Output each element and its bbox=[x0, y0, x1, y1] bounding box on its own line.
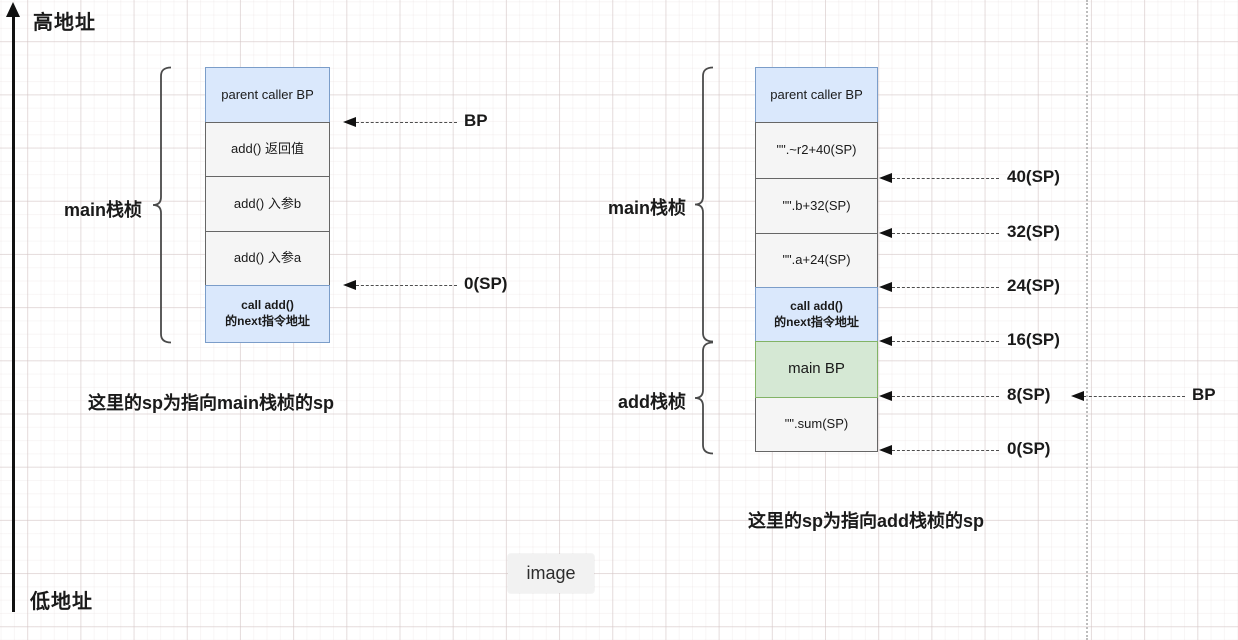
dotted-divider bbox=[1086, 0, 1088, 640]
sp8-label: 8(SP) bbox=[1007, 385, 1051, 404]
left-stack: parent caller BP add() 返回值 add() 入参b add… bbox=[205, 67, 330, 343]
sp32-label: 32(SP) bbox=[1007, 222, 1060, 241]
sp8-arrow bbox=[879, 389, 999, 403]
right-add-frame-label: add栈桢 bbox=[617, 392, 686, 412]
stack-cell: call add() 的next指令地址 bbox=[205, 285, 330, 343]
left-arrowhead-icon bbox=[343, 280, 356, 290]
sp24-label: 24(SP) bbox=[1007, 276, 1060, 295]
sp0-label: 0(SP) bbox=[1007, 439, 1051, 458]
right-bp-arrow bbox=[1071, 389, 1185, 403]
stack-cell: "".b+32(SP) bbox=[755, 178, 878, 234]
right-stack: parent caller BP "".~r2+40(SP) "".b+32(S… bbox=[755, 67, 878, 452]
low-address-label: 低地址 bbox=[30, 591, 93, 613]
left-sp0-pointer-label: 0(SP) bbox=[464, 274, 508, 293]
right-main-frame-label: main栈桢 bbox=[607, 198, 686, 218]
left-main-frame-label: main栈桢 bbox=[63, 200, 142, 220]
stack-cell: main BP bbox=[755, 340, 878, 398]
stack-cell: "".~r2+40(SP) bbox=[755, 121, 878, 180]
left-sp0-arrow bbox=[343, 278, 457, 292]
sp16-label: 16(SP) bbox=[1007, 330, 1060, 349]
high-address-label: 高地址 bbox=[33, 12, 96, 34]
left-curly-brace-icon bbox=[150, 66, 174, 344]
left-bp-pointer-label: BP bbox=[464, 111, 488, 130]
left-arrowhead-icon bbox=[1071, 391, 1084, 401]
right-bp-pointer-label: BP bbox=[1192, 385, 1216, 404]
stack-cell: "".a+24(SP) bbox=[755, 232, 878, 289]
sp40-arrow bbox=[879, 171, 999, 185]
image-badge: image bbox=[508, 554, 594, 593]
stack-cell: call add() 的next指令地址 bbox=[755, 287, 878, 342]
stack-cell: add() 返回值 bbox=[205, 121, 330, 178]
left-caption: 这里的sp为指向main栈桢的sp bbox=[88, 393, 335, 413]
right-add-curly-brace-icon bbox=[692, 341, 716, 455]
image-badge-label: image bbox=[526, 563, 576, 583]
left-arrowhead-icon bbox=[879, 445, 892, 455]
address-axis bbox=[12, 15, 15, 612]
sp40-label: 40(SP) bbox=[1007, 167, 1060, 186]
sp16-arrow bbox=[879, 334, 999, 348]
stack-cell: parent caller BP bbox=[755, 67, 878, 123]
left-arrowhead-icon bbox=[879, 282, 892, 292]
left-arrowhead-icon bbox=[879, 228, 892, 238]
stack-cell: parent caller BP bbox=[205, 67, 330, 123]
left-arrowhead-icon bbox=[879, 336, 892, 346]
up-arrow-icon bbox=[6, 2, 20, 17]
stack-cell: "".sum(SP) bbox=[755, 396, 878, 452]
sp0-arrow bbox=[879, 443, 999, 457]
stack-cell: add() 入参a bbox=[205, 230, 330, 287]
right-main-curly-brace-icon bbox=[692, 66, 716, 343]
left-bp-arrow bbox=[343, 115, 457, 129]
sp32-arrow bbox=[879, 226, 999, 240]
right-caption: 这里的sp为指向add栈桢的sp bbox=[748, 511, 985, 531]
left-arrowhead-icon bbox=[879, 173, 892, 183]
left-arrowhead-icon bbox=[343, 117, 356, 127]
sp24-arrow bbox=[879, 280, 999, 294]
left-arrowhead-icon bbox=[879, 391, 892, 401]
stack-cell: add() 入参b bbox=[205, 176, 330, 232]
